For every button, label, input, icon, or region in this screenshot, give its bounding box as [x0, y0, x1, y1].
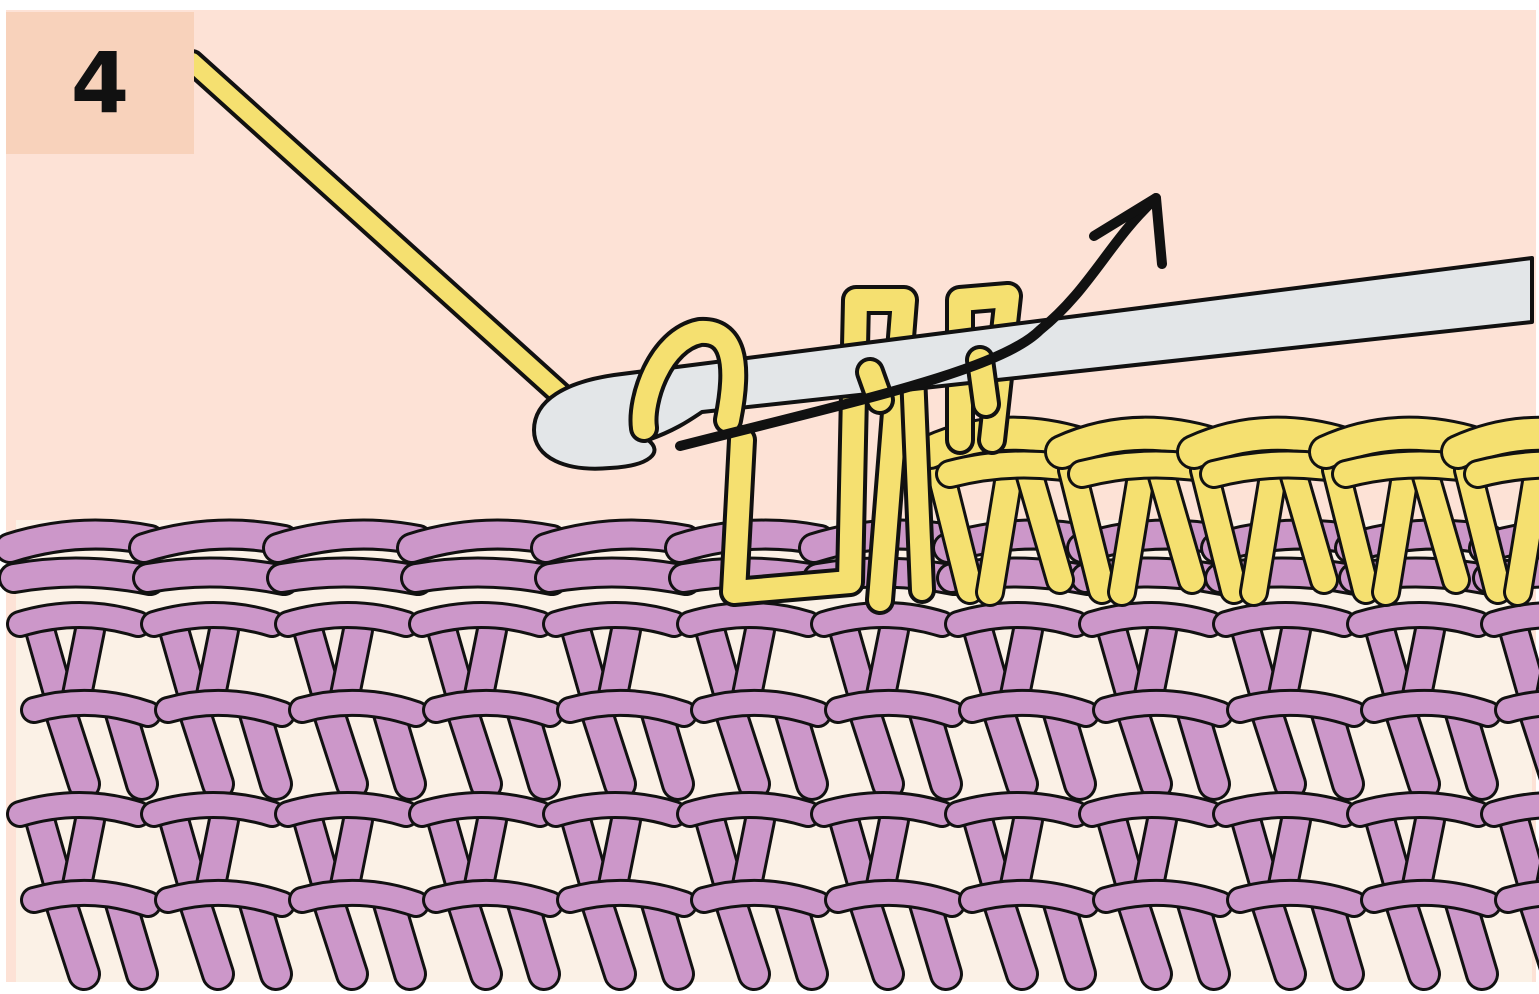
top-chain-fill — [14, 572, 150, 580]
stitch-top-fill — [838, 893, 952, 904]
stitch-top-fill — [690, 615, 808, 624]
stitch-top-fill — [1106, 703, 1220, 714]
stitch-top-fill — [302, 893, 416, 904]
stitch-top-fill — [288, 615, 406, 624]
stitch-top-fill — [958, 805, 1076, 814]
stitch-top-fill — [958, 615, 1076, 624]
stitch-top-fill — [838, 703, 952, 714]
top-chain-fill — [416, 572, 552, 580]
stitch-top-fill — [1374, 893, 1488, 904]
stitch-top-fill — [1360, 805, 1478, 814]
step-number: 4 — [71, 41, 129, 125]
stitch-top-fill — [436, 893, 550, 904]
stitch-top-fill — [1226, 805, 1344, 814]
top-chain-fill — [282, 572, 418, 580]
stitch-top-fill — [422, 805, 540, 814]
stitch-top-fill — [1240, 703, 1354, 714]
stitch-top-fill — [556, 805, 674, 814]
stitch-top-fill — [1240, 893, 1354, 904]
stitch-top-fill — [168, 703, 282, 714]
stitch-top-fill — [570, 893, 684, 904]
stitch-top-fill — [302, 703, 416, 714]
top-chain-fill — [550, 572, 686, 580]
stitch-top-fill — [824, 615, 942, 624]
stitch-top-fill — [1508, 893, 1539, 904]
stitch-top-fill — [1494, 805, 1539, 814]
yellow-top-fill — [1458, 434, 1539, 452]
step-badge: 4 — [6, 12, 194, 154]
stitch-top-fill — [1092, 615, 1210, 624]
stitch-top-fill — [690, 805, 808, 814]
stitch-top-fill — [1374, 703, 1488, 714]
stitch-top-fill — [704, 703, 818, 714]
stitch-top-fill — [824, 805, 942, 814]
stitch-top-fill — [288, 805, 406, 814]
stitch-top-fill — [168, 893, 282, 904]
stitch-top-fill — [1106, 893, 1220, 904]
stitch-top-fill — [1226, 615, 1344, 624]
stitch-top-fill — [436, 703, 550, 714]
stitch-top-fill — [34, 893, 148, 904]
yellow-top-fill — [1478, 464, 1539, 474]
stitch-top-fill — [1360, 615, 1478, 624]
stitch-top-fill — [34, 703, 148, 714]
stitch-top-fill — [20, 615, 138, 624]
stitch-top-fill — [154, 615, 272, 624]
stitch-top-fill — [1092, 805, 1210, 814]
top-chain-fill — [148, 572, 284, 580]
stitch-top-fill — [972, 893, 1086, 904]
stitch-top-fill — [20, 805, 138, 814]
stitch-top-fill — [704, 893, 818, 904]
stitch-top-fill — [1494, 615, 1539, 624]
stitch-top-fill — [154, 805, 272, 814]
stitch-top-fill — [556, 615, 674, 624]
stitch-top-fill — [422, 615, 540, 624]
stitch-top-fill — [1508, 703, 1539, 714]
stitch-top-fill — [972, 703, 1086, 714]
stitch-top-fill — [570, 703, 684, 714]
